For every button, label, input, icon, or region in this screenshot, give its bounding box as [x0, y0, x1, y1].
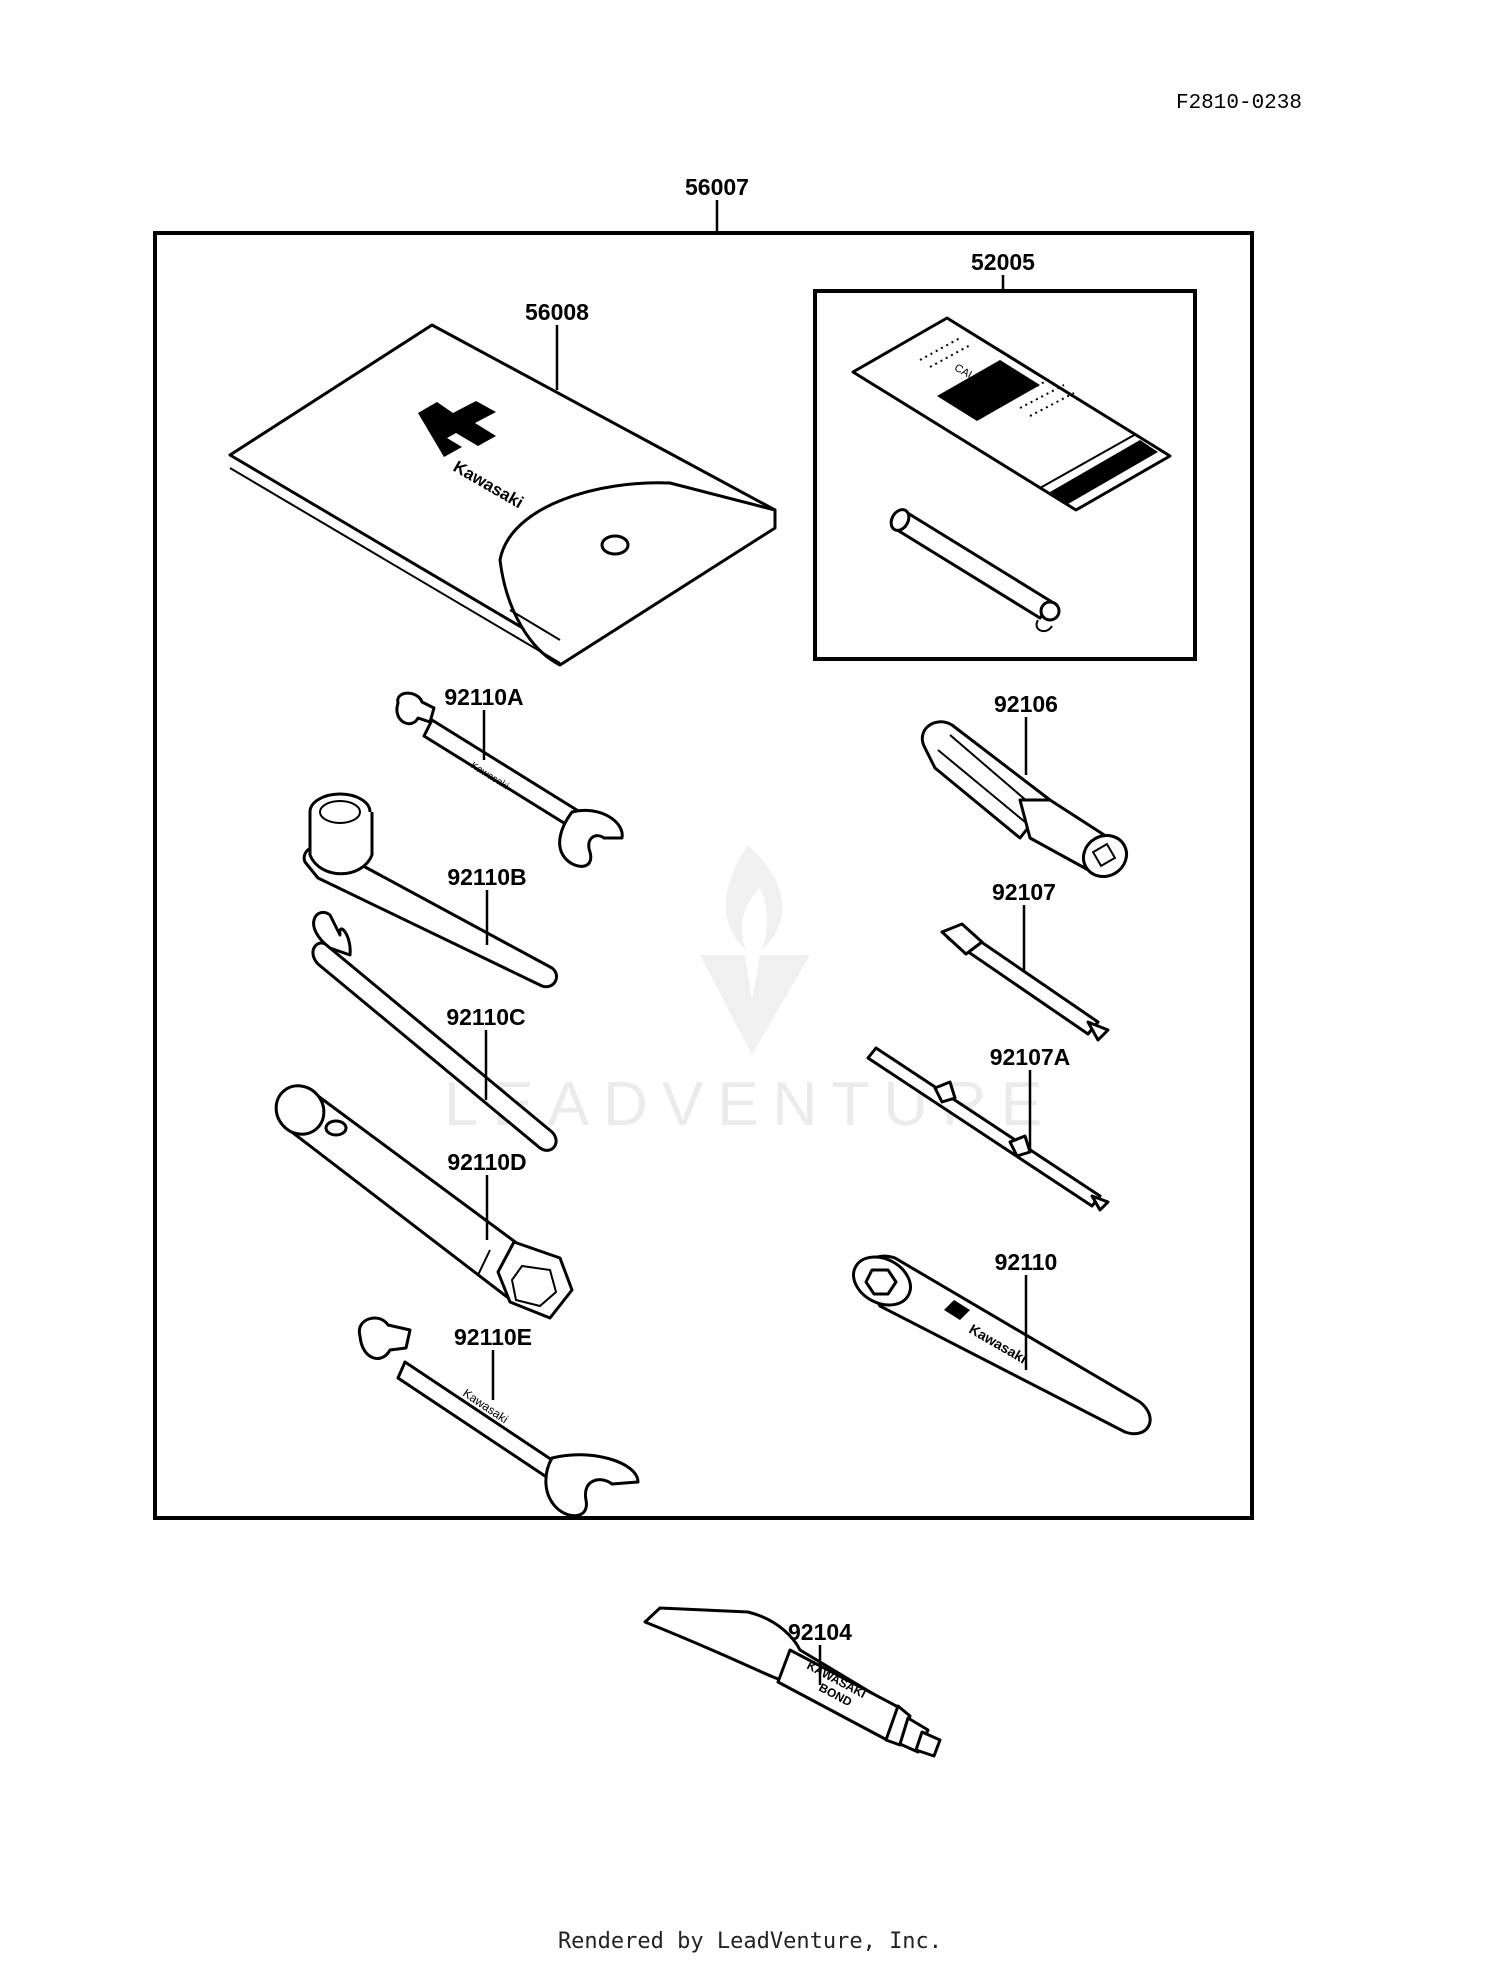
bond-tube-92104: KAWASAKI BOND	[643, 1606, 942, 1758]
tool-pouch: Kawasaki	[228, 323, 777, 667]
callout-92110d[interactable]: 92110D	[447, 1149, 526, 1175]
kit-outline	[153, 231, 1254, 1520]
callout-92110[interactable]: 92110	[995, 1249, 1058, 1275]
wrench-92110a: Kawasaki	[395, 691, 624, 868]
callout-92110a[interactable]: 92110A	[444, 684, 523, 710]
callout-56007[interactable]: 56007	[685, 174, 749, 200]
callout-92107[interactable]: 92107	[992, 879, 1056, 905]
watermark-logo	[700, 845, 810, 1055]
inner-kit-outline	[813, 289, 1197, 661]
callout-92104[interactable]: 92104	[788, 1619, 852, 1645]
diagram-reference: F2810-0238	[1176, 92, 1302, 115]
callout-92110b[interactable]: 92110B	[447, 864, 526, 890]
wrench-92110b	[302, 792, 558, 989]
footer-credit: Rendered by LeadVenture, Inc.	[558, 1929, 942, 1954]
wrench-92110e: Kawasaki	[357, 1316, 640, 1518]
screwdriver-handle-92106	[920, 720, 1129, 879]
wrench-92110: Kawasaki	[852, 1254, 1152, 1436]
callout-56008[interactable]: 56008	[525, 299, 589, 325]
bit-92107a	[866, 1046, 1110, 1212]
callout-92107a[interactable]: 92107A	[990, 1044, 1071, 1070]
bit-92107	[940, 922, 1110, 1042]
wrench-92110d	[274, 1084, 574, 1320]
callout-92106[interactable]: 92106	[994, 691, 1058, 717]
callout-92110e[interactable]: 92110E	[454, 1324, 532, 1350]
wrench-92110c	[311, 910, 558, 1152]
pen-tube	[889, 508, 1061, 633]
callout-52005[interactable]: 52005	[971, 249, 1035, 275]
callout-92110c[interactable]: 92110C	[446, 1004, 525, 1030]
caution-sheet: CAUTION	[851, 316, 1172, 512]
